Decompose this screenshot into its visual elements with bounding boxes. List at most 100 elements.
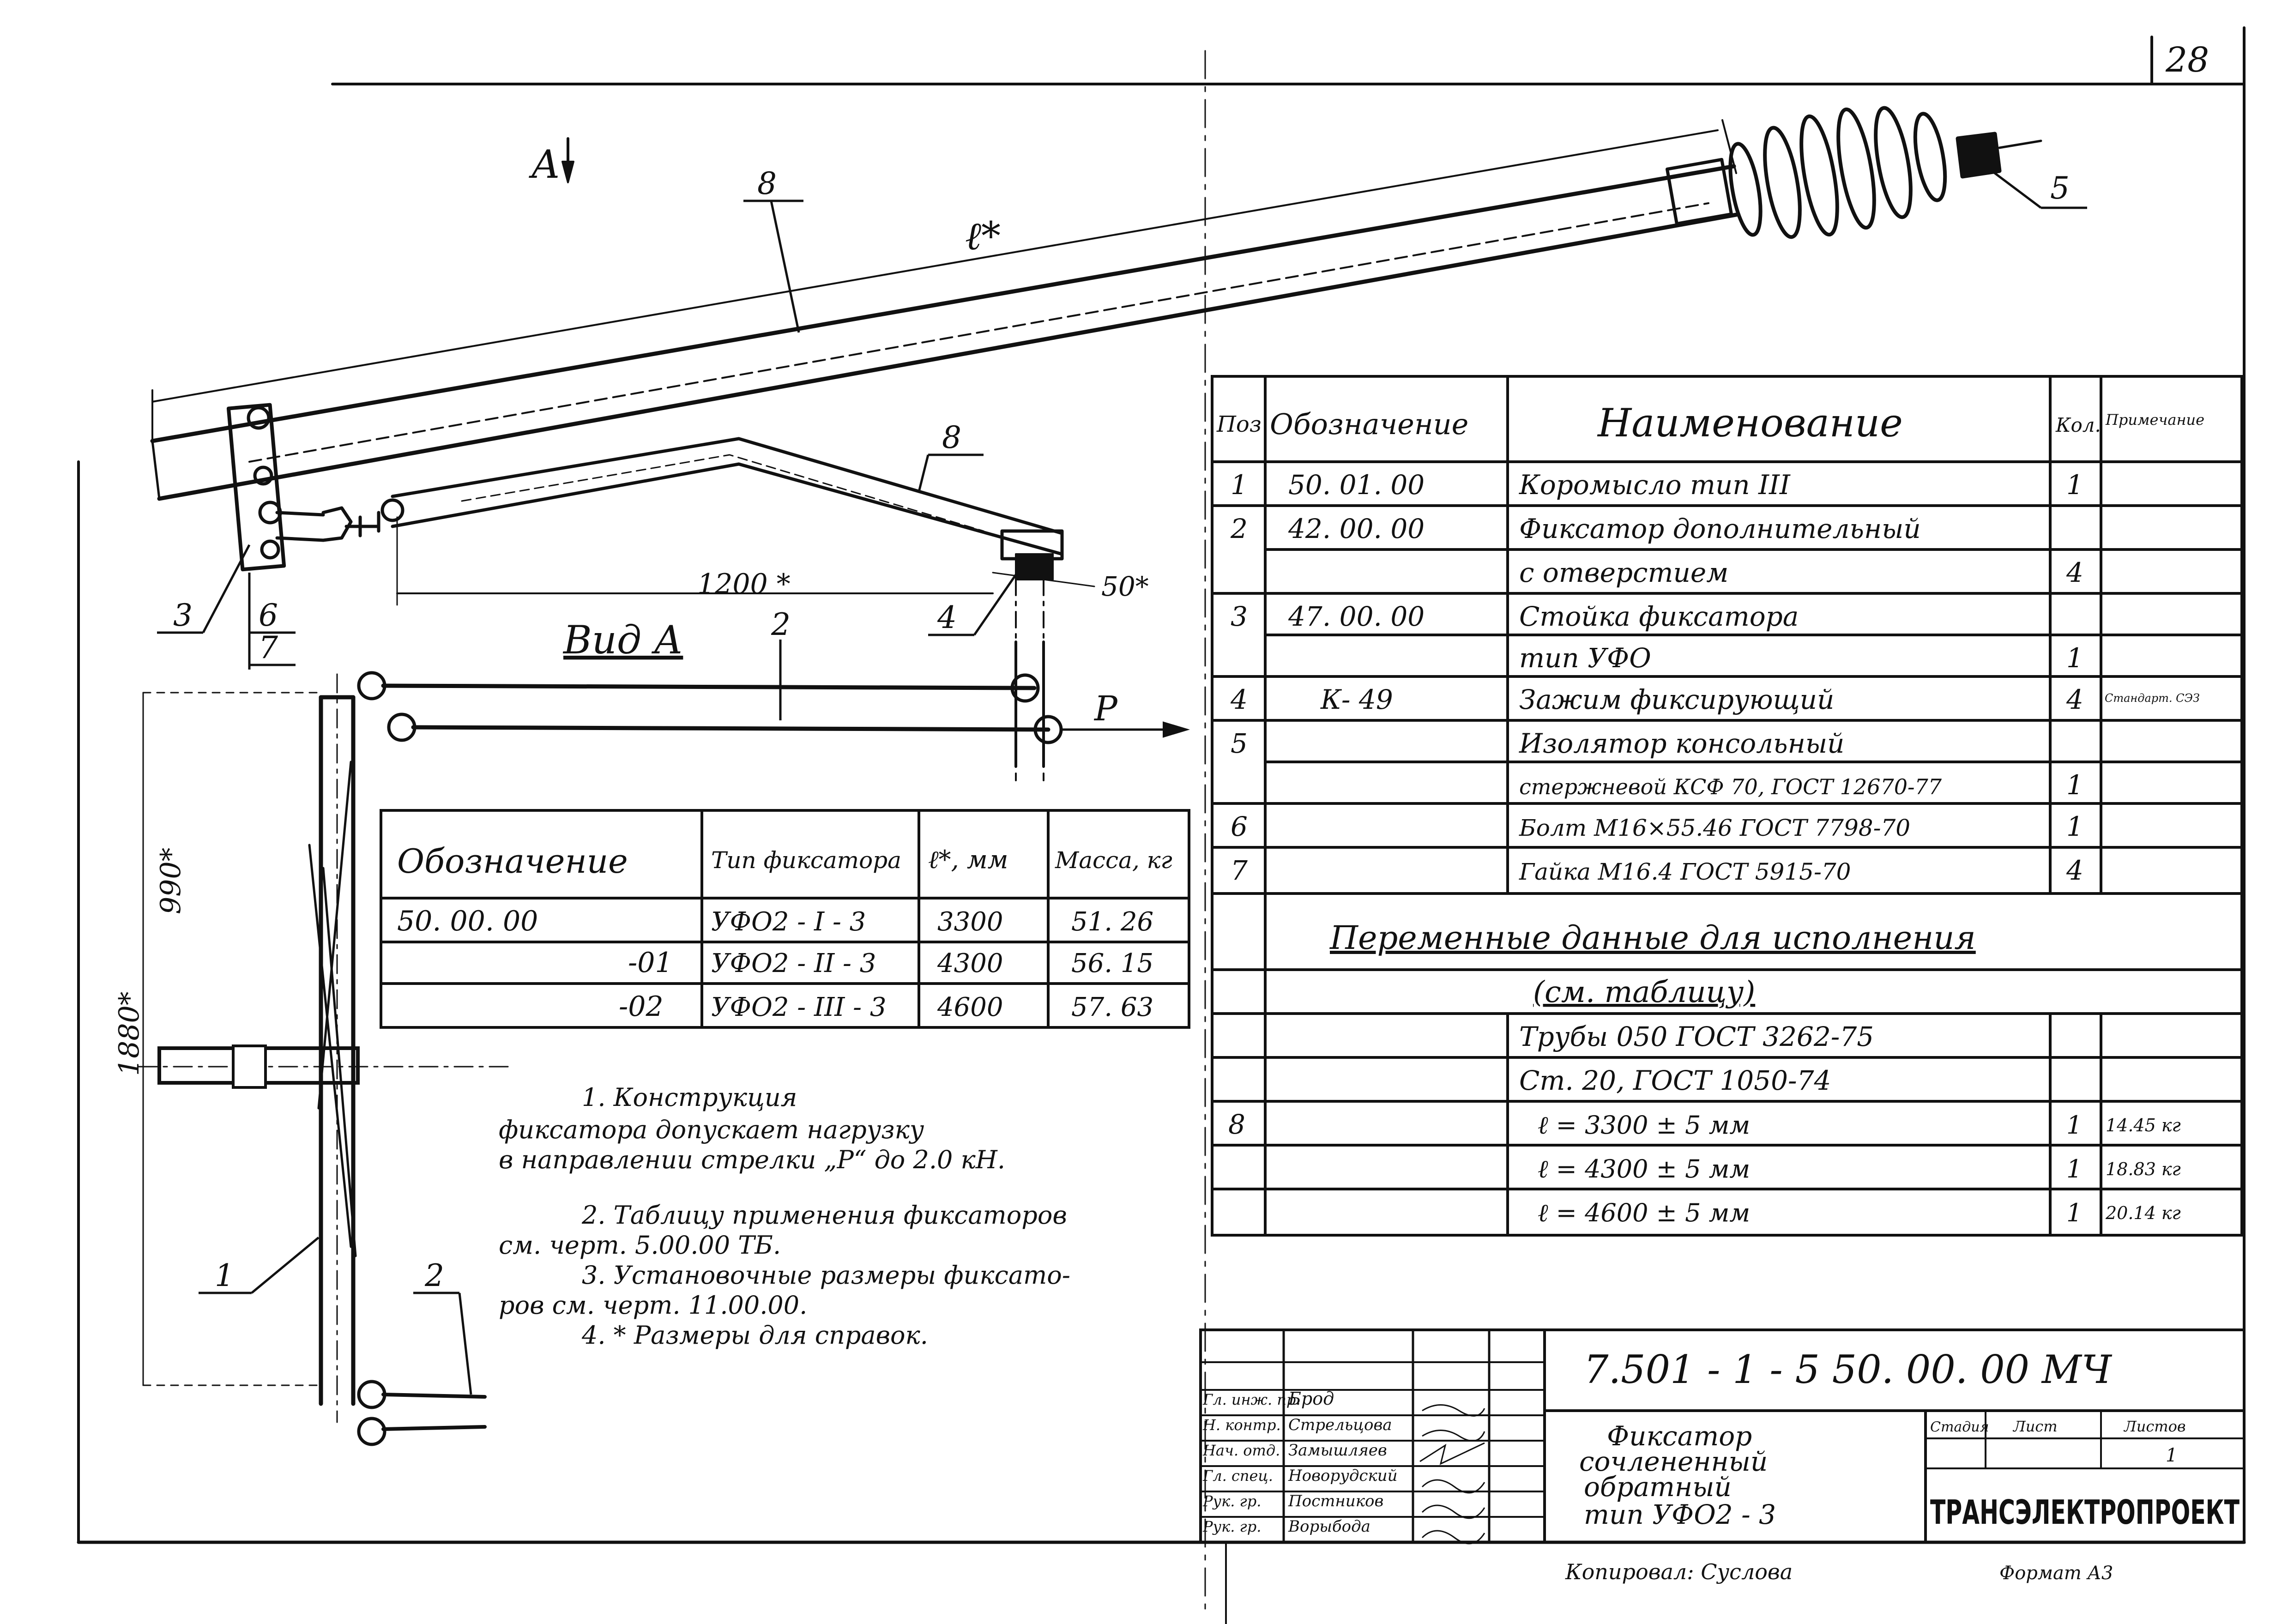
spec-name: Зажим фиксирующий [1519, 684, 1834, 715]
signature [1422, 1430, 1485, 1442]
signature [1422, 1404, 1485, 1417]
variant-cell: 4300 [937, 948, 1003, 978]
pipe-pos: 8 [1228, 1109, 1245, 1140]
callout-label: 1 [215, 1258, 234, 1293]
spec-name: Болт М16×55.46 ГОСТ 7798-70 [1519, 815, 1910, 841]
length-dimension-line [151, 129, 1719, 403]
signer-name: Брод [1288, 1389, 1334, 1409]
paper-format: Формат А3 [1999, 1563, 2113, 1584]
callout-label: 4 [937, 600, 957, 635]
role-label: Рук. гр. [1202, 1492, 1261, 1510]
variant-header-type: Тип фиксатора [711, 847, 901, 874]
spec-header-note: Примечание [2105, 411, 2204, 429]
spec-pos: 1 [1231, 469, 1248, 501]
top-fixators [357, 640, 1190, 768]
pipe-name: ℓ = 4600 ± 5 мм [1538, 1198, 1750, 1227]
view-arrow-label: А [529, 142, 561, 187]
variant-header-code: Обозначение [397, 842, 628, 881]
spec-name: стержневой КСФ 70, ГОСТ 12670-77 [1519, 774, 1942, 799]
role-label: Гл. спец. [1202, 1467, 1273, 1485]
notes: 1. Конструкция фиксатора допускает нагру… [499, 1083, 1070, 1350]
pipe-name: ℓ = 4300 ± 5 мм [1538, 1154, 1750, 1183]
callout-label: 2 [424, 1258, 444, 1293]
signer-name: Новорудский [1288, 1467, 1398, 1485]
spec-qty: 4 [2066, 684, 2083, 715]
sheets-value: 1 [2166, 1445, 2177, 1466]
dim-50-label: 50* [1101, 571, 1149, 602]
spec-pos: 3 [1231, 601, 1248, 632]
signature [1419, 1442, 1485, 1465]
callout-label: 2 [771, 607, 791, 642]
signer-name: Постников [1288, 1492, 1383, 1510]
spec-name: Гайка М16.4 ГОСТ 5915-70 [1519, 858, 1851, 885]
note-line: в направлении стрелки „Р“ до 2.0 кН. [499, 1145, 1005, 1174]
spec-name: Фиксатор дополнительный [1519, 513, 1921, 544]
signature [1421, 1479, 1485, 1494]
spec-code: 50. 01. 00 [1288, 469, 1425, 501]
spec-qty: 4 [2066, 557, 2083, 588]
dim-extension-line [1721, 119, 1737, 174]
variant-table: Обозначение Тип фиксатора ℓ*, мм Масса, … [380, 809, 1190, 1029]
callout-label: 6 [259, 598, 278, 633]
title-line: Фиксатор [1607, 1420, 1752, 1452]
additional-fixator [380, 437, 1064, 781]
spec-qty: 1 [2066, 642, 2083, 674]
variant-header-length: ℓ*, мм [928, 845, 1008, 874]
note-line: 3. Установочные размеры фиксато- [582, 1261, 1070, 1290]
variant-cell: 56. 15 [1071, 948, 1153, 978]
callout-label: 3 [173, 598, 193, 633]
crossbar [138, 1044, 513, 1089]
spec-pos: 5 [1231, 728, 1248, 759]
note-line: 1. Конструкция [582, 1083, 797, 1112]
sheet-number: 28 [2165, 40, 2209, 80]
callouts: 8 5 8 3 6 7 4 2 1 2 [157, 165, 2087, 1395]
spec-note: Стандарт. СЭЗ [2105, 692, 2200, 705]
role-label: Н. контр. [1202, 1416, 1281, 1434]
insulator-icon [1665, 106, 2042, 239]
pipe-name: Ст. 20, ГОСТ 1050-74 [1519, 1065, 1831, 1096]
length-label: ℓ* [965, 213, 1001, 259]
sheets-label: Листов [2123, 1418, 2185, 1435]
variable-data-subtitle: (см. таблицу) [1533, 975, 1755, 1009]
note-line: фиксатора допускает нагрузку [499, 1115, 924, 1144]
variant-cell: УФО2 - I - 3 [711, 907, 866, 937]
spec-pos: 4 [1230, 684, 1248, 715]
dim-990-label: 990* [155, 847, 187, 914]
callout-label: 5 [2050, 170, 2070, 206]
variant-cell: 3300 [937, 907, 1003, 937]
spec-pos: 7 [1231, 855, 1248, 886]
spec-qty: 1 [2066, 811, 2083, 842]
pipe-qty: 1 [2066, 1154, 2082, 1183]
bottom-fixators [357, 1380, 487, 1446]
spec-qty: 1 [2066, 469, 2083, 501]
load-arrow-label: Р [1093, 689, 1118, 729]
signer-name: Стрельцова [1288, 1416, 1392, 1434]
pipe-qty: 1 [2066, 1111, 2082, 1140]
variant-cell: 4600 [937, 992, 1003, 1022]
pipe-note: 20.14 кг [2105, 1203, 2181, 1223]
spec-pos: 2 [1230, 513, 1248, 544]
pipe-qty: 1 [2066, 1198, 2082, 1227]
role-label: Рук. гр. [1202, 1518, 1261, 1535]
variant-cell: 50. 00. 00 [397, 905, 538, 937]
spec-header-pos: Поз [1216, 411, 1262, 437]
sheet-label: Лист [2012, 1418, 2058, 1435]
pipe-note: 14.45 кг [2106, 1115, 2181, 1135]
spec-qty: 1 [2066, 769, 2083, 801]
pipe-name: Трубы 050 ГОСТ 3262-75 [1519, 1021, 1874, 1052]
spec-name: тип УФО [1519, 642, 1651, 674]
dim-line-50 [992, 572, 1095, 587]
variant-cell: УФО2 - II - 3 [711, 948, 876, 978]
spec-qty: 4 [2066, 855, 2083, 886]
copied-by: Копировал: Суслова [1565, 1559, 1793, 1584]
pipe-rod [150, 164, 1739, 501]
spec-header-qty: Кол. [2055, 414, 2101, 436]
document-code: 7.501 - 1 - 5 50. 00. 00 МЧ [1584, 1347, 2113, 1392]
main-view [150, 106, 2042, 781]
spec-name: Изолятор консольный [1519, 728, 1844, 759]
role-label: Гл. инж. пр. [1202, 1391, 1301, 1408]
drawing-labels: А ℓ* 1200 * 50* Вид А Р 990* 1880* [113, 142, 1149, 1076]
role-label: Нач. отд. [1202, 1442, 1280, 1459]
signature [1421, 1504, 1485, 1519]
